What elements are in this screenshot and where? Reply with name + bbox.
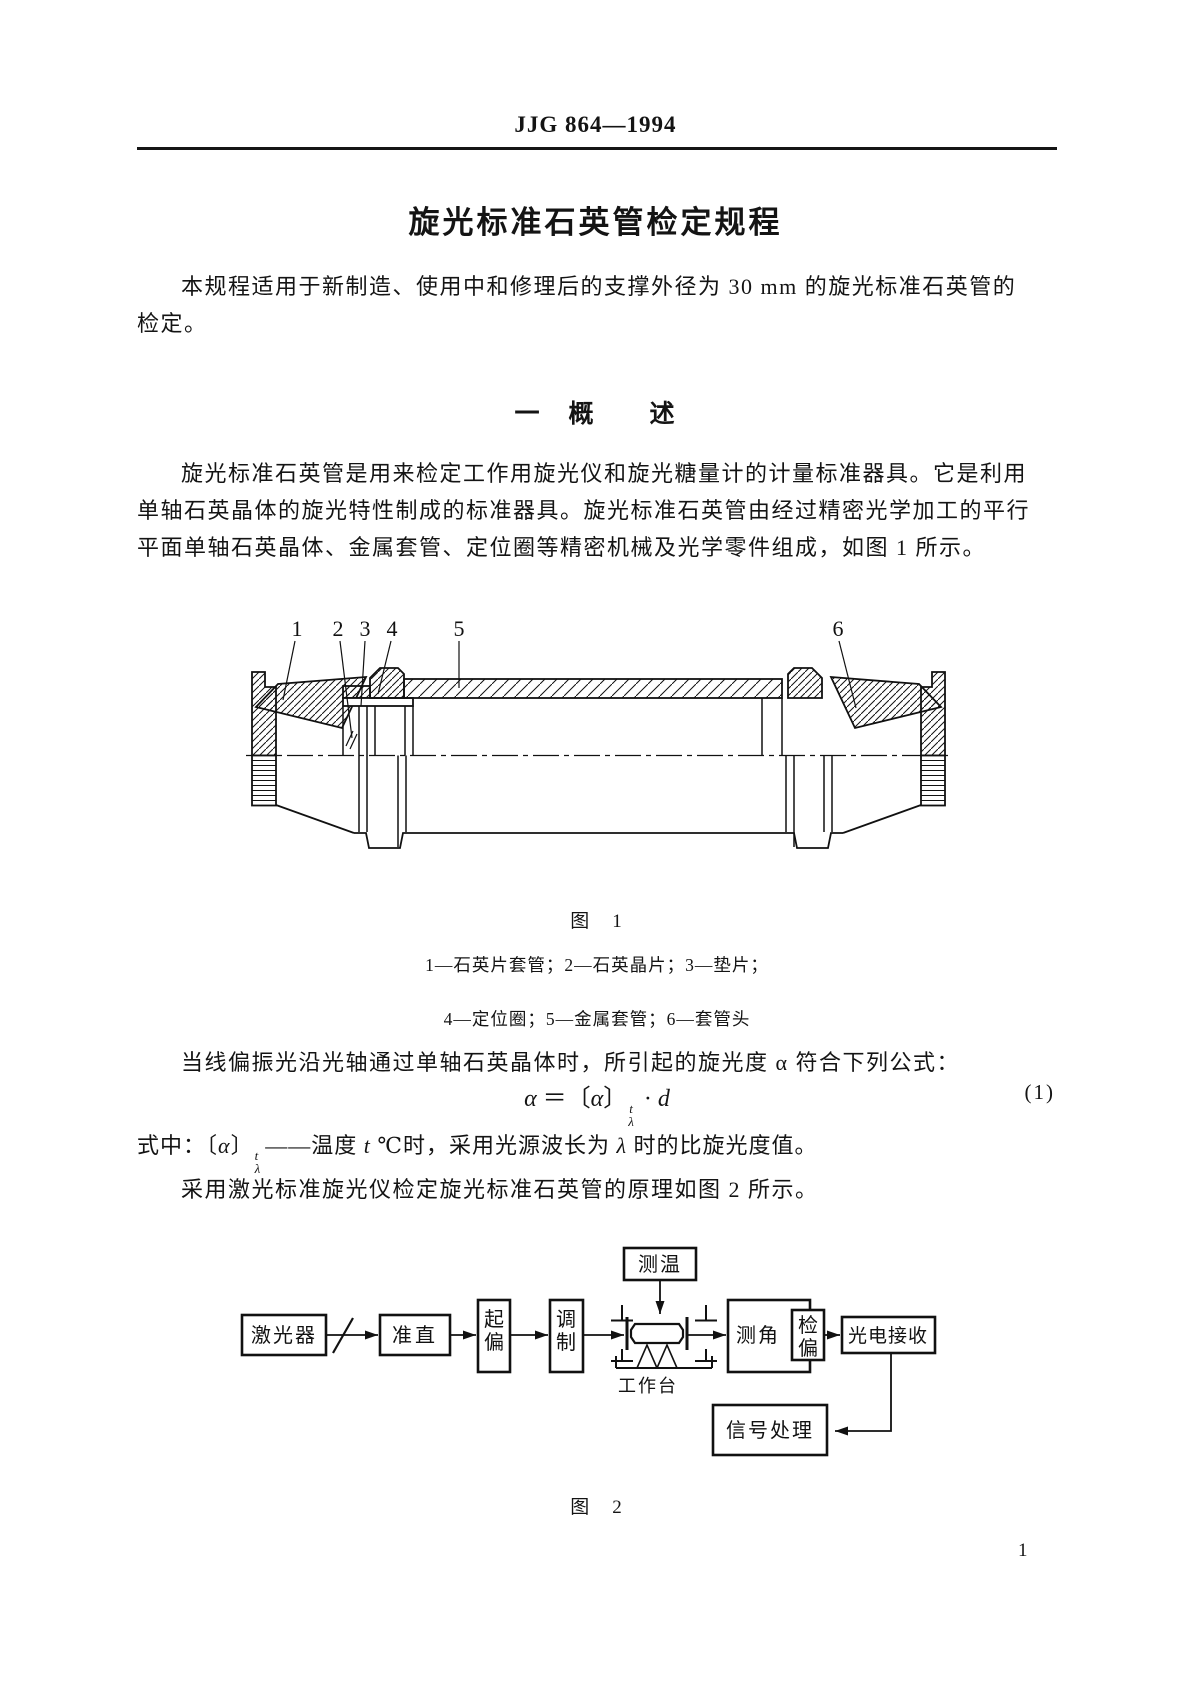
right-ring-section	[787, 667, 823, 699]
explain-suffix: 时的比旋光度值。	[627, 1133, 818, 1158]
part-label-5: 5	[454, 616, 465, 641]
page-number: 1	[1018, 1540, 1028, 1561]
explain-alpha: α	[218, 1133, 231, 1158]
sleeve-end-step-lines	[761, 698, 783, 756]
figure-2-block-diagram: 激光器 准直 起偏 调制 测温 测角 检偏 光电接收 信号处理 工作台	[240, 1246, 937, 1457]
section1-para-line-1: 旋光标准石英管是用来检定工作用旋光仪和旋光糖量计的计量标准器具。它是利用	[181, 461, 1028, 486]
explain-lambda-variable: λ	[616, 1133, 628, 1158]
formula-bracket-alpha: α	[590, 1086, 604, 1112]
modulator-box	[548, 1298, 585, 1374]
positioning-ring-section	[369, 667, 405, 699]
explain-dash: ——温度	[265, 1133, 364, 1158]
right-collar-lines	[785, 755, 833, 847]
temperature-box	[622, 1246, 698, 1282]
intro-line-2: 检定。	[137, 311, 208, 336]
formula-close-bracket: 〕	[603, 1086, 628, 1112]
figure1-part-labels: 1 2 3 4 5 6	[292, 616, 844, 641]
worktable-line	[615, 1356, 713, 1369]
laser-label: 激光器	[251, 1324, 317, 1347]
plate-stack-lines	[342, 706, 414, 756]
formula-open-bracket: 〔	[566, 1086, 591, 1112]
temperature-label: 测温	[638, 1253, 682, 1276]
collimation-label: 准直	[392, 1324, 438, 1347]
receiver-label: 光电接收	[848, 1325, 928, 1347]
aperture-stops	[611, 1305, 717, 1362]
formula-superscript-t: t	[629, 1100, 633, 1116]
formula-subscript-lambda: λ	[628, 1114, 634, 1130]
collimation-box	[378, 1313, 452, 1357]
part-label-1: 1	[292, 616, 303, 641]
right-knurl-stripes	[921, 759, 945, 802]
header-rule	[137, 147, 1057, 150]
receiver-box	[840, 1315, 937, 1355]
analyzer-box	[790, 1308, 826, 1362]
explain-prefix: 式中：	[137, 1133, 207, 1158]
bottom-profile-line	[354, 832, 843, 849]
part-label-4: 4	[387, 616, 398, 641]
left-knurl-section	[251, 671, 277, 757]
figure-2-caption: 图 2	[570, 1497, 624, 1518]
signal-processing-box	[711, 1403, 829, 1457]
formula-intro-line: 当线偏振光沿光轴通过单轴石英晶体时，所引起的旋光度 α 符合下列公式：	[181, 1050, 961, 1075]
figure2-labels: 激光器 准直 起偏 调制 测温 测角 检偏 光电接收 信号处理 工作台	[251, 1253, 928, 1442]
explain-middle-text: ℃时，采用光源波长为	[370, 1133, 617, 1158]
formula-alpha: α	[524, 1086, 537, 1112]
angle-measure-label: 测角	[736, 1324, 780, 1347]
section1-para-line-3: 平面单轴石英晶体、金属套管、定位圈等精密机械及光学零件组成，如图 1 所示。	[137, 535, 987, 560]
formula-number: (1)	[1024, 1080, 1055, 1104]
receiver-to-signal-connector	[835, 1353, 892, 1436]
laser-beam-slash	[332, 1317, 354, 1354]
leader-lines	[282, 640, 857, 739]
washer-plate	[342, 697, 414, 707]
sample-quartz-tube	[629, 1322, 685, 1345]
explain-open-bracket: 〔	[206, 1133, 219, 1158]
sample-tube-end-plates	[625, 1317, 689, 1350]
polarizer-box	[476, 1298, 512, 1374]
section-1-heading: 一 概 述	[514, 400, 677, 428]
signal-processing-label: 信号处理	[726, 1419, 814, 1442]
worktable-legs	[636, 1342, 678, 1369]
figure-1-legend-line-1: 1—石英片套管；2—石英晶片；3—垫片；	[425, 955, 769, 975]
explain-t-variable: t	[363, 1133, 371, 1158]
explain-subscript-lambda: λ	[254, 1161, 262, 1177]
left-knurl-stripes	[252, 759, 276, 802]
modulator-label: 调制	[556, 1308, 576, 1354]
method-line: 采用激光标准旋光仪检定旋光标准石英管的原理如图 2 所示。	[181, 1177, 819, 1202]
left-collar-lines	[358, 755, 407, 847]
intro-line-1: 本规程适用于新制造、使用中和修理后的支撑外径为 30 mm 的旋光标准石英管的	[181, 274, 1017, 299]
figure-1-legend-line-2: 4—定位圈；5—金属套管；6—套管头	[443, 1009, 751, 1029]
figure-1-caption: 图 1	[570, 911, 624, 932]
right-knurl-section	[920, 671, 946, 757]
left-cone-section	[254, 675, 368, 730]
right-lower-slant	[842, 804, 922, 834]
part-label-2: 2	[333, 616, 344, 641]
explain-superscript-t: t	[254, 1147, 260, 1163]
analyzer-label: 检偏	[798, 1314, 818, 1360]
figure-1-quartz-tube-drawing: 1 2 3 4 5 6	[246, 616, 948, 849]
worktable-label: 工作台	[618, 1376, 678, 1396]
section1-para-line-2: 单轴石英晶体的旋光特性制成的标准器具。旋光标准石英管由经过精密光学加工的平行	[137, 498, 1031, 523]
polarizer-label: 起偏	[484, 1308, 504, 1354]
left-lower-slant	[275, 804, 355, 834]
page-title: 旋光标准石英管检定规程	[408, 205, 783, 240]
laser-box	[240, 1313, 328, 1357]
metal-sleeve-section	[403, 678, 783, 699]
formula-dot: ·	[643, 1086, 652, 1112]
part-label-3: 3	[360, 616, 371, 641]
formula-d: d	[657, 1086, 670, 1112]
part-label-6: 6	[833, 616, 844, 641]
doc-code-header: JJG 864—1994	[514, 112, 677, 137]
explain-close-bracket: 〕	[230, 1133, 254, 1158]
formula-equals: ＝	[542, 1086, 567, 1112]
